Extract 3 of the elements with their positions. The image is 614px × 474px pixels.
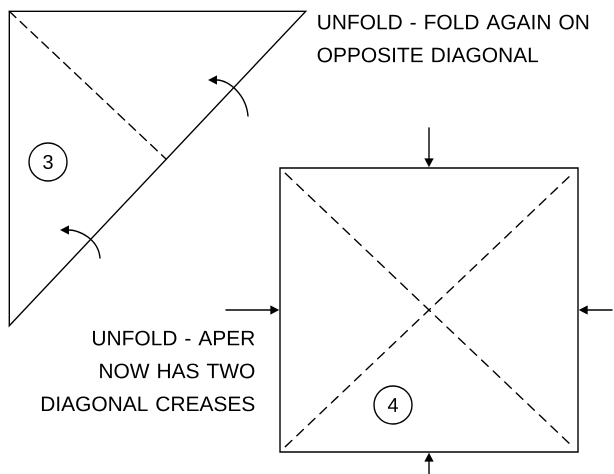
paper-square	[279, 167, 579, 453]
instruction-text: UNFOLD - FOLD AGAIN ON OPPOSITE DIAGONAL	[318, 14, 588, 62]
instruction-text: UNFOLD - APER NOW HAS TWO DIAGONAL CREASES	[42, 330, 254, 412]
